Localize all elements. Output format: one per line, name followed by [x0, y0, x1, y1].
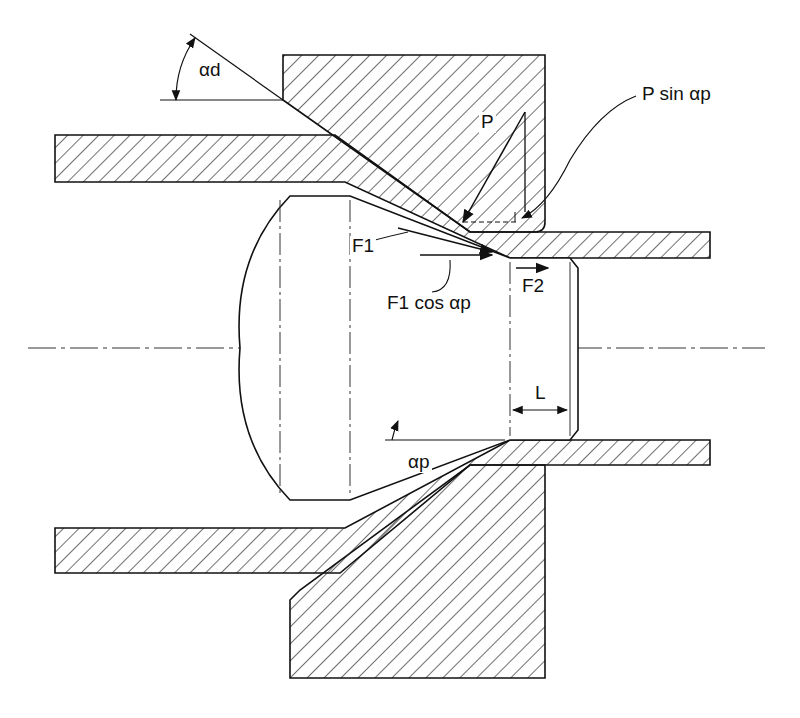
- angle-label: αp: [406, 452, 432, 473]
- force-label: P: [479, 112, 496, 133]
- force-component-label: P sin αp: [640, 84, 713, 105]
- angle-label: αd: [197, 60, 223, 81]
- force-label: F2: [520, 276, 546, 297]
- force-label: F1: [350, 236, 376, 257]
- dimension-label: L: [533, 383, 548, 404]
- force-component-label: F1 cos αp: [385, 293, 473, 314]
